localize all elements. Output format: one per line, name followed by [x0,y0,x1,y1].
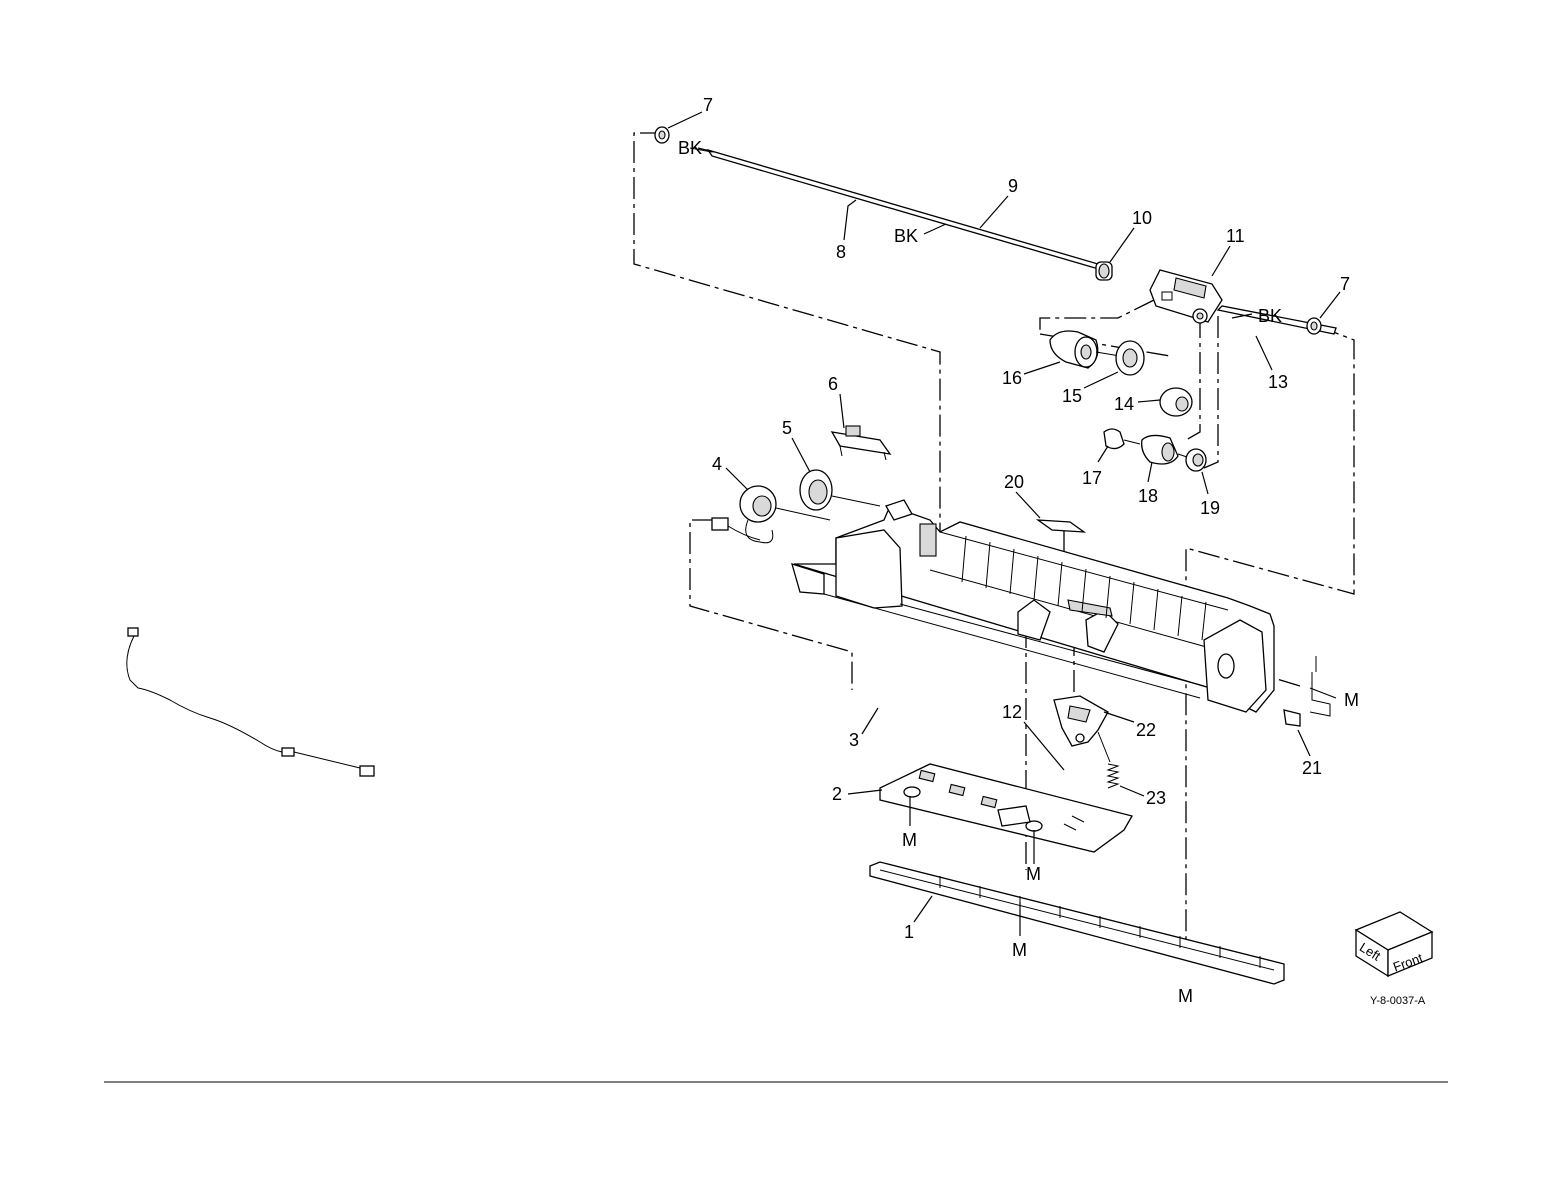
callout-m-pwb-right: M [1026,864,1041,884]
callout-5: 5 [782,418,792,438]
actuator-22 [1054,696,1108,746]
callout-1: 1 [904,922,914,942]
callout-19: 19 [1200,498,1220,518]
pwb-2 [880,764,1132,852]
callout-7-right: 7 [1340,274,1350,294]
bearing-10 [1096,262,1112,280]
harness-3 [127,628,374,776]
callout-m-cover: M [1012,940,1027,960]
gear-5 [800,470,880,510]
callout-m-bottom: M [1178,986,1193,1006]
callout-10: 10 [1132,208,1152,228]
callout-14: 14 [1114,394,1134,414]
callout-9: 9 [1008,176,1018,196]
orientation-cube: Left Front [1356,912,1432,976]
callout-4: 4 [712,454,722,474]
spring-23 [1098,732,1118,788]
transport-frame [792,500,1274,712]
callout-13: 13 [1268,372,1288,392]
callout-bk-left: BK [678,138,702,158]
bracket-21 [1284,656,1330,726]
callout-8: 8 [836,242,846,262]
holder-6 [832,426,890,460]
bracket-11 [1150,270,1222,323]
callout-15: 15 [1062,386,1082,406]
callout-16: 16 [1002,368,1022,388]
callout-12: 12 [1002,702,1022,722]
callout-bk-shaft: BK [894,226,918,246]
roller-set-17-18-19 [1104,429,1206,471]
callout-18: 18 [1138,486,1158,506]
callout-6: 6 [828,374,838,394]
callout-m-pwb-left: M [902,830,917,850]
callout-bk-right: BK [1258,306,1282,326]
callout-23: 23 [1146,788,1166,808]
callout-2: 2 [832,784,842,804]
callout-22: 22 [1136,720,1156,740]
callout-3: 3 [849,730,859,750]
callout-17: 17 [1082,468,1102,488]
callout-11: 11 [1226,226,1245,246]
shaft-9 [655,127,1102,270]
callout-m-right: M [1344,690,1359,710]
roller-14 [1160,388,1192,416]
label-20 [1038,520,1084,532]
cover-1 [870,862,1284,984]
callout-20: 20 [1004,472,1024,492]
callout-7-left: 7 [703,95,713,115]
roller-15 [1096,341,1144,375]
callout-21: 21 [1302,758,1322,778]
figure-code: Y-8-0037-A [1370,995,1426,1007]
